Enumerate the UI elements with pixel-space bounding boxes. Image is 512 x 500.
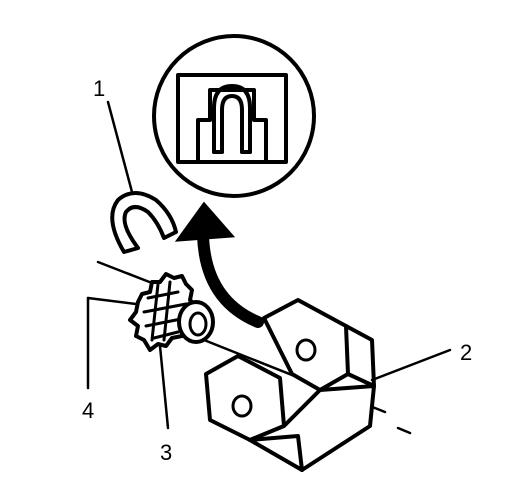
retainer-clip <box>110 191 178 254</box>
callout-3: 3 <box>160 440 172 465</box>
detail-inset <box>152 34 316 198</box>
curved-arrow-icon <box>174 201 264 328</box>
mounting-bracket <box>204 298 376 472</box>
drive-gear <box>128 272 215 352</box>
installed-clip-detail <box>176 73 288 164</box>
callout-2: 2 <box>460 340 472 365</box>
callout-1: 1 <box>93 76 105 101</box>
callout-4: 4 <box>82 398 94 423</box>
leader-lines <box>86 100 452 430</box>
